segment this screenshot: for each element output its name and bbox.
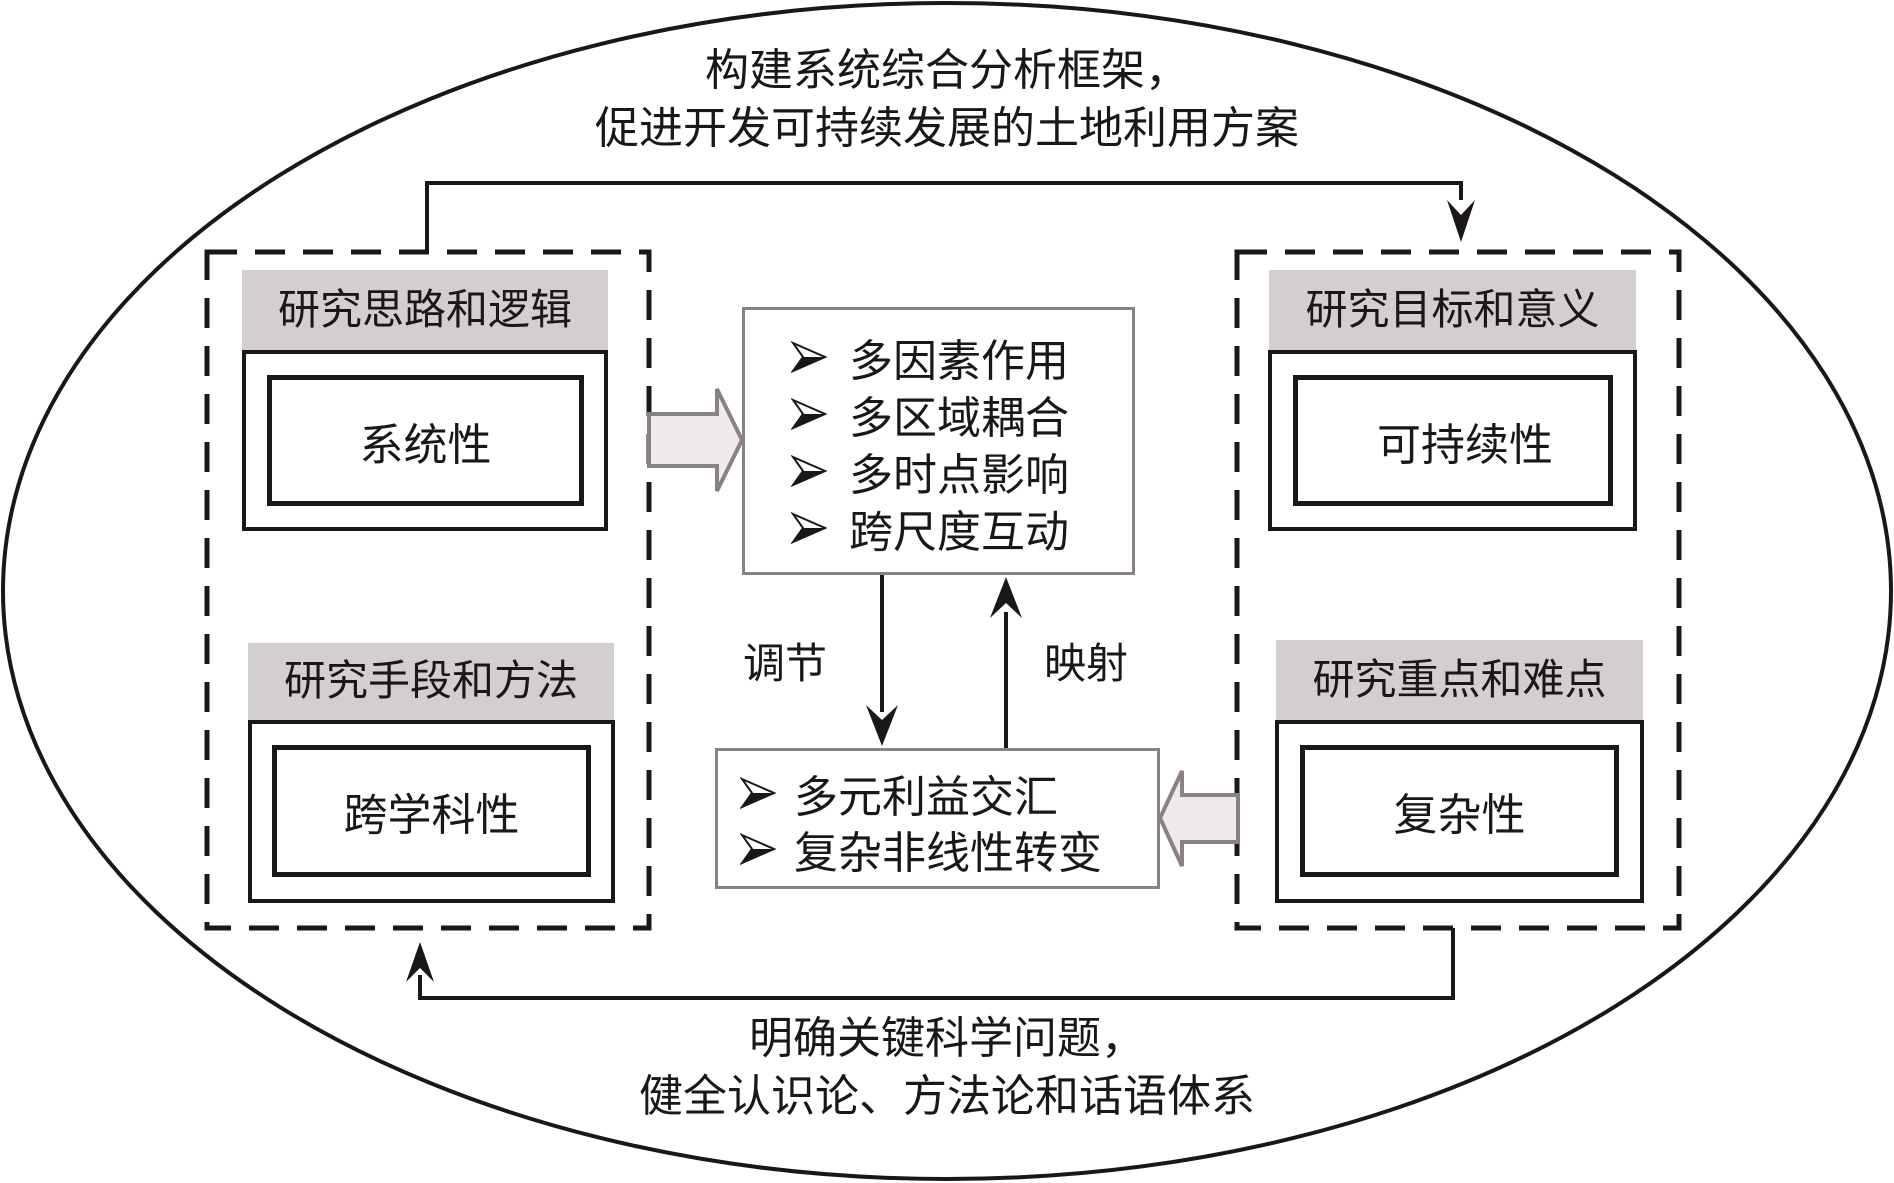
right-top-label: 研究目标和意义 [1269,270,1636,350]
right-block-arrow-icon [1157,770,1240,867]
top-connector-line [425,181,1463,252]
bottom-caption: 明确关键科学问题， 健全认识论、方法论和话语体系 [447,1010,1447,1126]
right-bottom-label: 研究重点和难点 [1276,640,1643,720]
bottom-caption-line-1: 明确关键科学问题， [749,1013,1145,1064]
center-top-box: 多因素作用 多区域耦合 多时点影响 跨尺度互动 [742,307,1135,575]
left-top-outer-box [242,350,608,531]
left-top-value: 系统性 [359,419,492,471]
center-bottom-item-text: 复杂非线性转变 [794,828,1102,879]
arrowhead-bullet-icon [791,454,827,487]
left-block-arrow-icon [647,388,745,492]
right-bottom-value: 复杂性 [1393,790,1526,841]
arrowhead-bullet-icon [791,340,827,373]
right-top-outer-box [1268,350,1637,531]
center-bottom-box: 多元利益交汇 复杂非线性转变 [715,748,1160,889]
center-bottom-item: 多元利益交汇 [740,765,1157,823]
center-top-item: 多区域耦合 [791,385,1132,444]
map-arrowhead-icon [990,577,1022,618]
arrowhead-bullet-icon [791,511,827,544]
center-top-item-text: 多区域耦合 [849,392,1069,444]
center-top-item: 多时点影响 [791,442,1132,501]
center-bottom-item: 复杂非线性转变 [740,821,1157,879]
map-label: 映射 [1044,639,1129,688]
top-caption-line-2: 促进开发可持续发展的土地利用方案 [595,103,1299,154]
center-bottom-item-text: 多元利益交汇 [794,772,1058,823]
left-bottom-label: 研究手段和方法 [248,643,614,721]
arrowhead-bullet-icon [740,833,776,865]
regulate-arrowhead-icon [866,705,898,746]
top-caption: 构建系统综合分析框架， 促进开发可持续发展的土地利用方案 [447,42,1447,158]
left-bottom-value-box: 跨学科性 [272,745,591,877]
center-top-item-text: 跨尺度互动 [849,506,1069,558]
arrowhead-bullet-icon [740,777,776,809]
bottom-connector-arrowhead-icon [406,942,434,982]
right-top-value: 可持续性 [1377,419,1553,471]
center-top-item-text: 多因素作用 [849,335,1069,387]
top-caption-line-1: 构建系统综合分析框架， [705,45,1189,96]
center-top-item: 跨尺度互动 [791,499,1132,558]
left-top-label: 研究思路和逻辑 [242,270,608,350]
right-group-dashed-frame [1234,249,1682,931]
left-bottom-value: 跨学科性 [343,790,520,841]
left-top-value-box: 系统性 [267,375,584,506]
center-top-item-text: 多时点影响 [849,449,1069,501]
bottom-caption-line-2: 健全认识论、方法论和话语体系 [639,1071,1255,1122]
center-top-item: 多因素作用 [791,328,1132,387]
regulate-label: 调节 [743,639,828,688]
right-top-value-box: 可持续性 [1293,375,1613,506]
top-connector-arrowhead-icon [1447,200,1475,242]
bottom-connector-line [418,928,1455,1000]
arrowhead-bullet-icon [791,397,827,430]
right-bottom-value-box: 复杂性 [1300,745,1619,877]
